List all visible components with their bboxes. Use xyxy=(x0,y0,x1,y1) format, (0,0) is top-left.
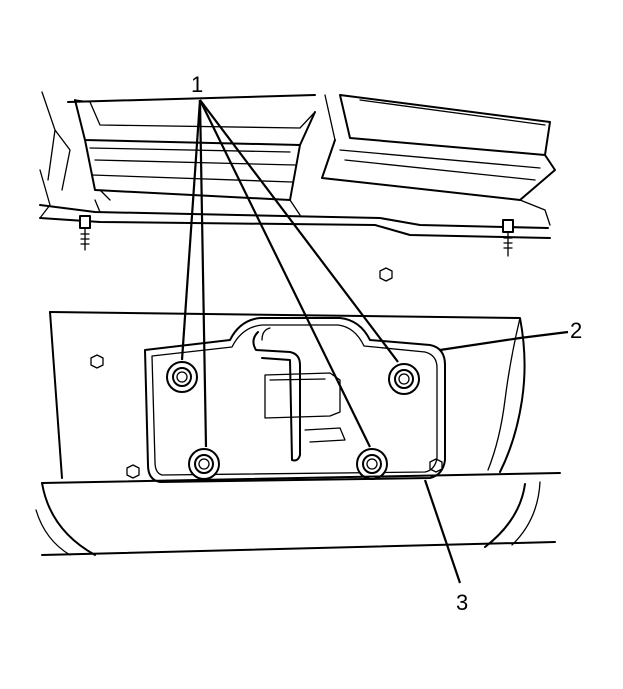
leader-lines xyxy=(180,99,569,584)
bumper-fascia xyxy=(49,311,526,479)
bolt-upper-right xyxy=(388,363,420,395)
upper-grille-structure xyxy=(39,91,556,257)
mounting-bolts xyxy=(166,361,420,480)
bolt-upper-left xyxy=(166,361,198,393)
callout-2: 2 xyxy=(570,318,582,343)
bolt-lower-left xyxy=(188,448,220,480)
bolt-lower-right xyxy=(356,448,388,480)
callout-3: 3 xyxy=(456,590,468,615)
callout-1: 1 xyxy=(191,72,203,97)
lower-bumper xyxy=(35,472,561,556)
hex-marks xyxy=(90,267,443,479)
